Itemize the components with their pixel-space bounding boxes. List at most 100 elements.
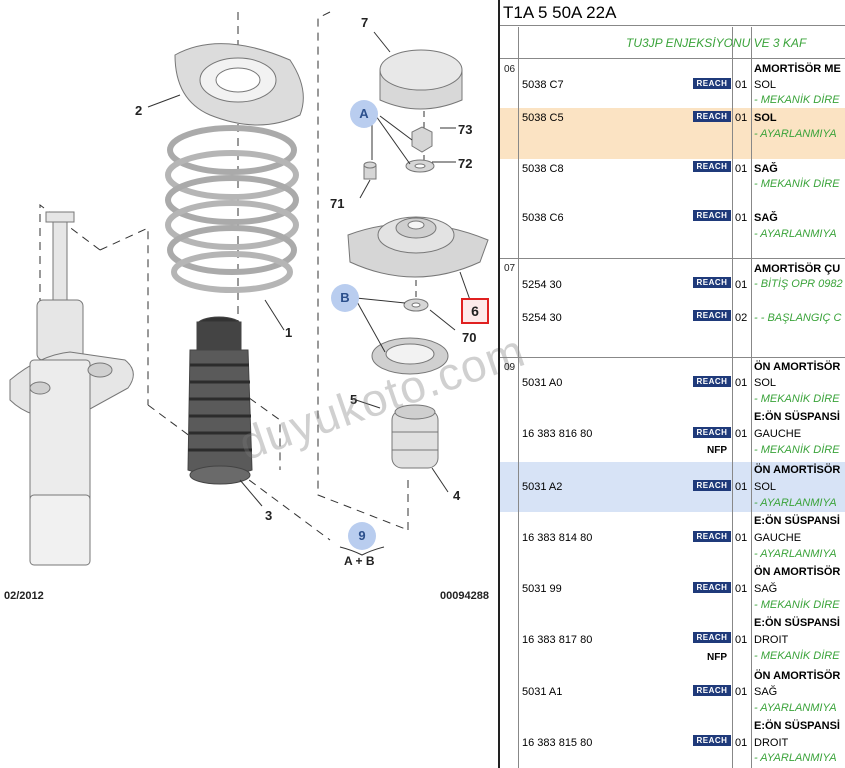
engine-subheader-text: TU3JP ENJEKSİYONU VE 3 KAF <box>626 36 807 50</box>
quantity: 01 <box>735 279 748 291</box>
strut-assembly-drawing <box>9 11 489 566</box>
reach-badge: REACH <box>693 376 731 387</box>
quantity: 01 <box>735 532 748 544</box>
description-title: E:ÖN SÜSPANSİ <box>754 720 840 732</box>
callout-73: 71 <box>330 196 345 211</box>
description-title: ÖN AMORTİSÖR <box>754 361 841 373</box>
part-reference[interactable]: 5254 30 <box>522 312 562 324</box>
description-title: E:ÖN SÜSPANSİ <box>754 411 840 423</box>
description-side: SOL <box>754 481 777 493</box>
description-title: E:ÖN SÜSPANSİ <box>754 515 840 527</box>
description-side: SAĞ <box>754 212 778 224</box>
row-highlight-selected <box>500 108 845 159</box>
assembly-badge-b[interactable]: B <box>331 284 359 312</box>
description-side: SAĞ <box>754 583 778 595</box>
description-side: SOL <box>754 112 777 124</box>
description-title: ÖN AMORTİSÖR <box>754 566 841 578</box>
quantity: 01 <box>735 686 748 698</box>
reach-badge: REACH <box>693 427 731 438</box>
description-note: - MEKANİK DİRE <box>754 393 840 405</box>
group-separator <box>500 258 845 259</box>
quantity: 01 <box>735 163 748 175</box>
description-note: - MEKANİK DİRE <box>754 599 840 611</box>
description-side: SAĞ <box>754 686 778 698</box>
callout-6-highlighted[interactable]: 6 <box>461 298 489 324</box>
part-reference[interactable]: 5038 C8 <box>522 163 564 175</box>
description-side: DROIT <box>754 634 789 646</box>
callout-7: 7 <box>361 15 369 30</box>
description-note: - MEKANİK DİRE <box>754 178 840 190</box>
reach-badge: REACH <box>693 531 731 542</box>
description-note: - AYARLANMIYA <box>754 702 837 714</box>
quantity: 02 <box>735 312 748 324</box>
quantity: 01 <box>735 377 748 389</box>
reach-badge: REACH <box>693 277 731 288</box>
assembly-badge-9[interactable]: 9 <box>348 522 376 550</box>
description-side: GAUCHE <box>754 428 802 440</box>
description-side: SOL <box>754 377 777 389</box>
description-note: - AYARLANMIYA <box>754 752 837 764</box>
parts-table: T1A 5 50A 22A TU3JP ENJEKSİYONU VE 3 KAF… <box>500 0 845 768</box>
description-side: GAUCHE <box>754 532 802 544</box>
group-number: 09 <box>504 362 516 373</box>
engine-subheader: TU3JP ENJEKSİYONU VE 3 KAF <box>500 27 845 59</box>
description-side: SAĞ <box>754 163 778 175</box>
part-reference[interactable]: 16 383 816 80 <box>522 428 593 440</box>
part-reference[interactable]: 16 383 817 80 <box>522 634 593 646</box>
pane-divider[interactable] <box>498 0 500 768</box>
part-reference[interactable]: 5254 30 <box>522 279 562 291</box>
group-separator <box>500 357 845 358</box>
reach-badge: REACH <box>693 582 731 593</box>
assembly-label-a-plus-b: A + B <box>344 554 375 568</box>
title-divider <box>500 25 845 26</box>
quantity: 01 <box>735 481 748 493</box>
description-note: - MEKANİK DİRE <box>754 650 840 662</box>
column-line <box>732 27 733 768</box>
reach-badge: REACH <box>693 735 731 746</box>
callout-71: 72 <box>458 156 473 171</box>
part-reference[interactable]: 5031 A0 <box>522 377 563 389</box>
description-note: - AYARLANMIYA <box>754 228 837 240</box>
group-number: 07 <box>504 263 516 274</box>
description-note: - MEKANİK DİRE <box>754 444 840 456</box>
description-title: ÖN AMORTİSÖR <box>754 670 841 682</box>
quantity: 01 <box>735 79 748 91</box>
part-reference[interactable]: 5031 A1 <box>522 686 563 698</box>
part-reference[interactable]: 5031 99 <box>522 583 562 595</box>
reach-badge: REACH <box>693 632 731 643</box>
exploded-diagram: 2 7 73 72 71 1 70 5 4 3 6 A B 9 A + B 02… <box>4 11 532 602</box>
description-title: AMORTİSÖR ÇU <box>754 263 841 275</box>
description-side: SOL <box>754 79 777 91</box>
callout-2: 2 <box>135 103 143 118</box>
reach-badge: REACH <box>693 685 731 696</box>
part-reference[interactable]: 5038 C7 <box>522 79 564 91</box>
table-title: T1A 5 50A 22A <box>503 3 617 22</box>
nfp-flag: NFP <box>707 652 727 663</box>
callout-4: 4 <box>453 488 461 503</box>
reach-badge: REACH <box>693 78 731 89</box>
description-side: DROIT <box>754 737 789 749</box>
description-title: ÖN AMORTİSÖR <box>754 464 841 476</box>
description-note: - BİTİŞ OPR 0982 <box>754 278 843 290</box>
image-code: 00094288 <box>440 590 489 602</box>
part-reference[interactable]: 5031 A2 <box>522 481 563 493</box>
reach-badge: REACH <box>693 310 731 321</box>
part-reference[interactable]: 16 383 814 80 <box>522 532 593 544</box>
part-reference[interactable]: 16 383 815 80 <box>522 737 593 749</box>
quantity: 01 <box>735 634 748 646</box>
assembly-badge-a[interactable]: A <box>350 100 378 128</box>
description-note: - AYARLANMIYA <box>754 128 837 140</box>
callout-5: 5 <box>350 392 358 407</box>
part-reference[interactable]: 5038 C5 <box>522 112 564 124</box>
part-reference[interactable]: 5038 C6 <box>522 212 564 224</box>
callout-70: 70 <box>462 330 477 345</box>
row-highlight-hover <box>500 462 845 512</box>
callout-3: 3 <box>265 508 273 523</box>
date-code: 02/2012 <box>4 590 44 602</box>
reach-badge: REACH <box>693 210 731 221</box>
description-note: - AYARLANMIYA <box>754 548 837 560</box>
description-note: - AYARLANMIYA <box>754 497 837 509</box>
description-note: - - BAŞLANGIÇ C <box>754 312 842 324</box>
column-line <box>518 27 519 768</box>
quantity: 01 <box>735 737 748 749</box>
